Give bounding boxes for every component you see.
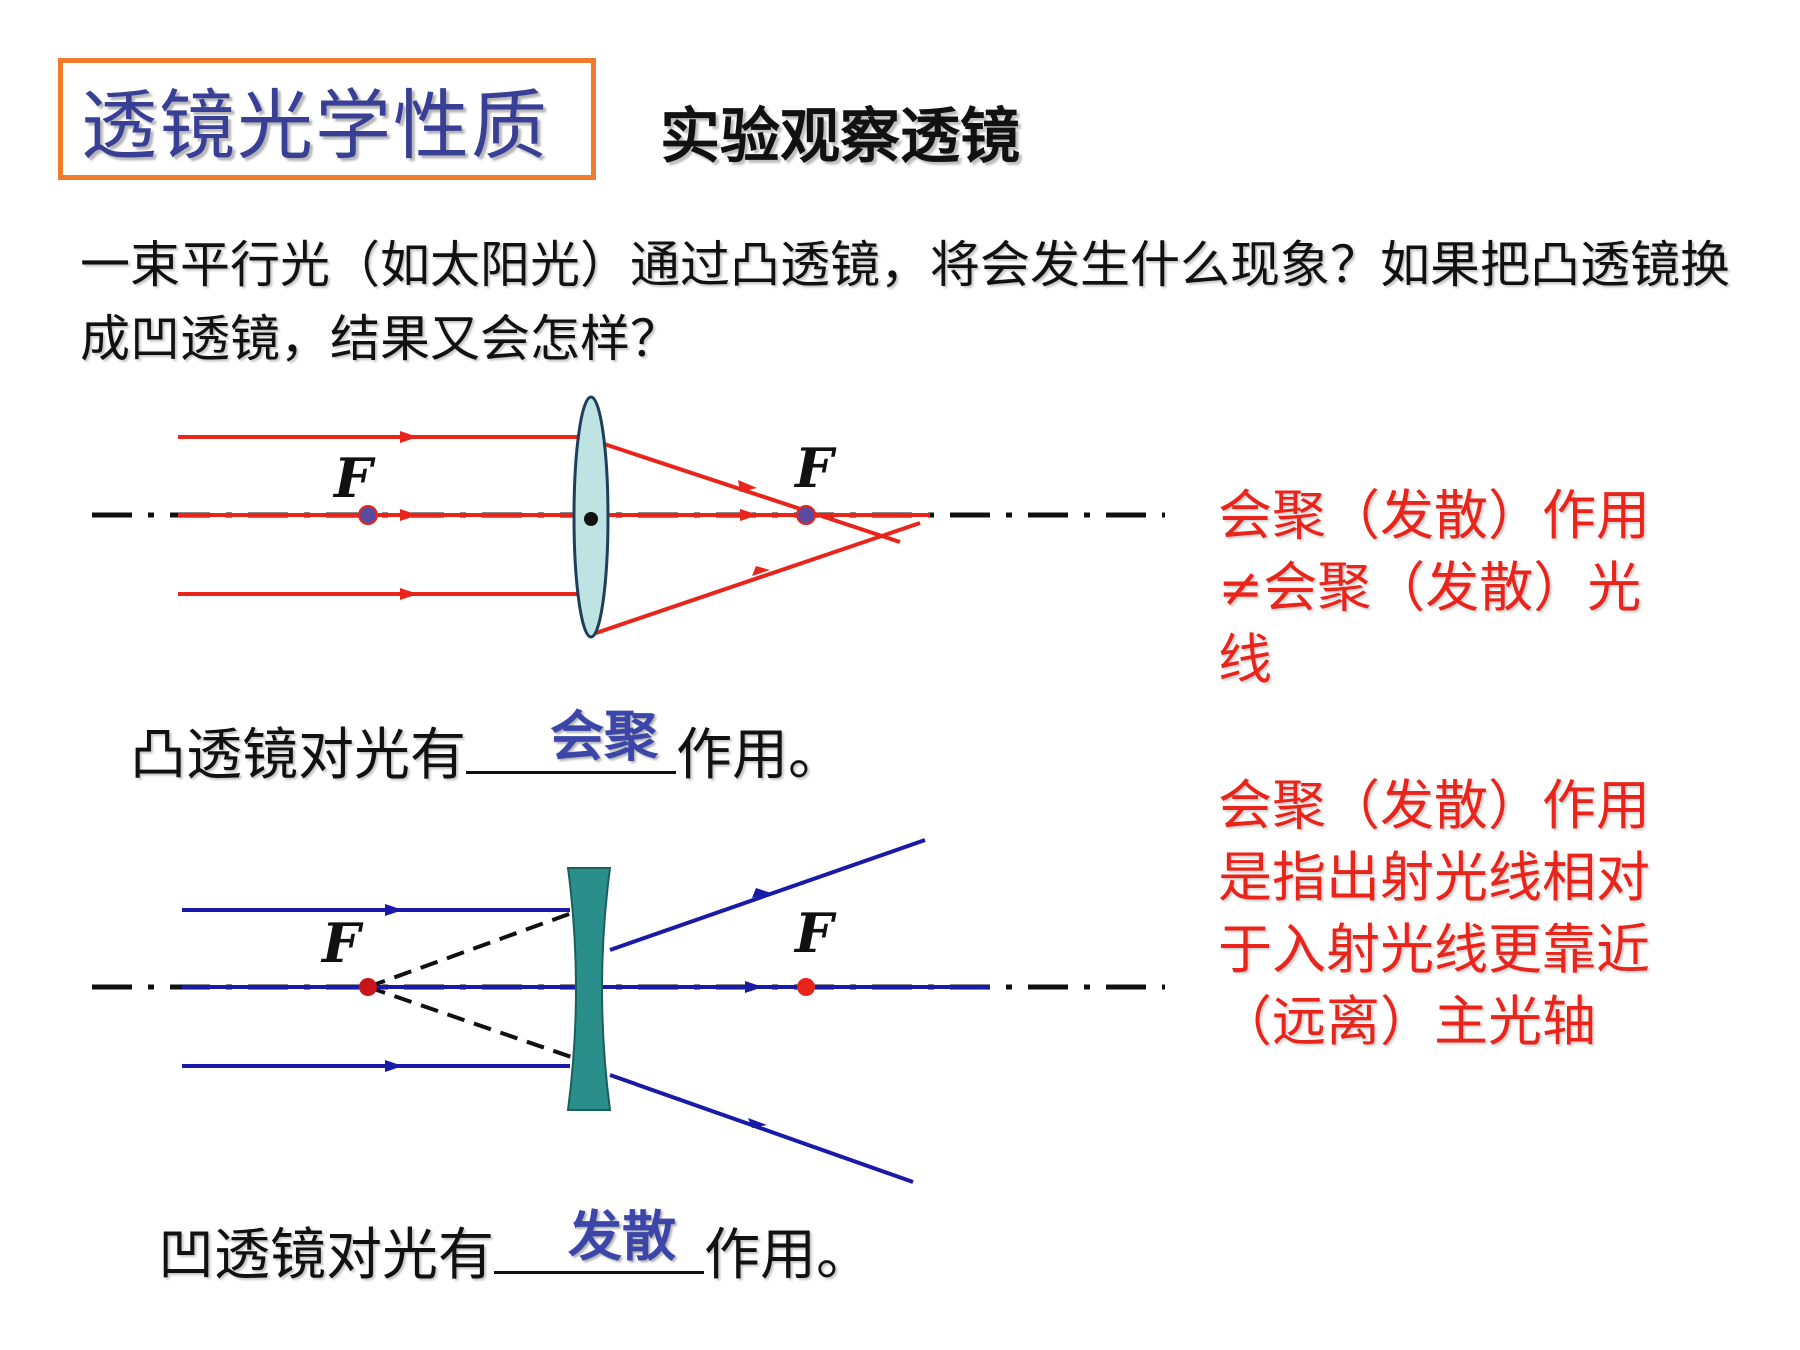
concave-sentence: 凹透镜对光有 作用。 — [158, 1210, 872, 1291]
focus-right-label: F — [793, 436, 837, 500]
focus-left-point — [358, 505, 378, 525]
concave-ray-top-out — [609, 838, 926, 952]
convex-sentence-before: 凸透镜对光有 — [130, 723, 466, 788]
concave-focus-left-point — [359, 978, 377, 996]
optical-center — [584, 512, 598, 526]
convex-ray-bot-out — [592, 521, 921, 636]
convex-arrowheads — [400, 431, 770, 600]
concave-focus-right-label: F — [793, 901, 837, 965]
focus-left-label: F — [332, 446, 376, 510]
concave-arrowheads — [385, 888, 771, 1128]
concave-sentence-before: 凹透镜对光有 — [158, 1223, 494, 1288]
virtual-ray-top — [367, 908, 581, 989]
convex-answer: 会聚 — [550, 705, 658, 768]
focus-right-point — [796, 505, 816, 525]
question-text: 一束平行光（如太阳光）通过凸透镜，将会发生什么现象？如果把凸透镜换成凹透镜，结果… — [80, 236, 1730, 368]
note-convergence-vs-converging-light: 会聚（发散）作用≠会聚（发散）光线 — [1218, 484, 1650, 691]
convex-sentence: 凸透镜对光有 作用。 — [130, 710, 844, 791]
convex-lens-diagram: F F — [92, 395, 1165, 639]
convex-sentence-after: 作用。 — [676, 723, 844, 788]
concave-focus-left-label: F — [320, 911, 364, 975]
virtual-ray-bot — [367, 985, 581, 1062]
concave-focus-right-point — [797, 978, 815, 996]
concave-sentence-after: 作用。 — [704, 1223, 872, 1288]
concave-ray-bot-out — [609, 1073, 914, 1184]
concave-blank — [494, 1215, 704, 1274]
concave-lens — [566, 867, 612, 1111]
note-definition: 会聚（发散）作用是指出射光线相对于入射光线更靠近（远离）主光轴 — [1218, 774, 1650, 1053]
title-box: 透镜光学性质 — [58, 58, 596, 180]
concave-answer: 发散 — [568, 1205, 676, 1268]
convex-blank — [466, 715, 676, 774]
page-title: 透镜光学性质 — [81, 81, 549, 170]
concave-lens-diagram: F F — [92, 838, 1165, 1184]
page-subtitle: 实验观察透镜 — [660, 102, 1020, 172]
